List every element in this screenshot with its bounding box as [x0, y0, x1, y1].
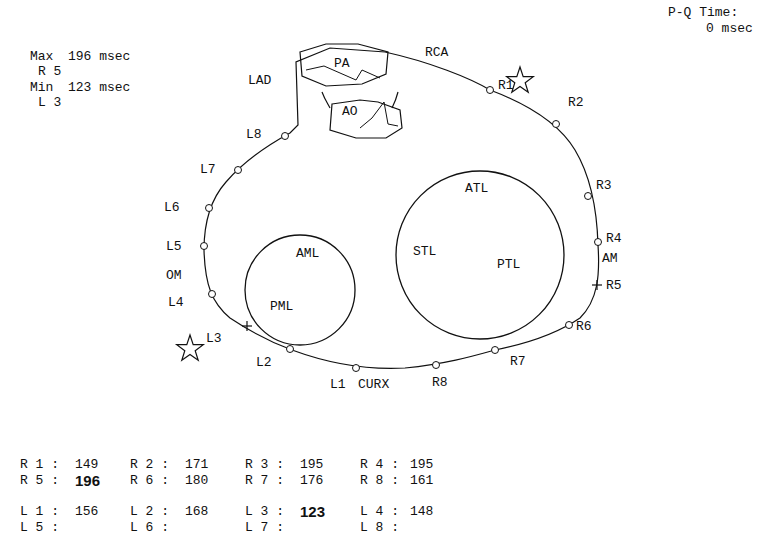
table-cell: 195: [410, 458, 433, 471]
site-label: L6: [164, 201, 180, 214]
table-cell: R 4 :: [360, 458, 399, 471]
site-label: L5: [166, 240, 182, 253]
table-cell: 195: [300, 458, 323, 471]
vessel-outline: AO: [326, 96, 404, 142]
site-label: AM: [602, 252, 618, 265]
site-label: L1: [330, 378, 346, 391]
table-cell: 123: [300, 504, 325, 519]
site-label: L2: [256, 356, 272, 369]
header-text: 196 msec: [68, 50, 130, 63]
structure-label: STL: [413, 245, 436, 258]
header-text: 0 msec: [706, 22, 753, 35]
table-cell: 180: [185, 474, 208, 487]
table-cell: R 2 :: [130, 458, 169, 471]
site-label: RCA: [425, 46, 448, 59]
structure-label: ATL: [465, 182, 488, 195]
structure-label: PTL: [497, 258, 520, 271]
site-label: R7: [510, 355, 526, 368]
header-text: R 5: [38, 65, 61, 78]
site-label: R3: [596, 179, 612, 192]
site-label: R2: [568, 96, 584, 109]
valve-ring: AML PML: [244, 234, 356, 346]
site-label: CURX: [358, 378, 389, 391]
table-cell: R 6 :: [130, 474, 169, 487]
site-label: L8: [246, 128, 262, 141]
table-cell: 148: [410, 505, 433, 518]
table-cell: 176: [300, 474, 323, 487]
table-cell: R 3 :: [245, 458, 284, 471]
table-cell: 171: [185, 458, 208, 471]
table-cell: R 7 :: [245, 474, 284, 487]
structure-label: PA: [334, 57, 350, 70]
site-label: L4: [168, 296, 184, 309]
table-cell: 149: [75, 458, 98, 471]
header-text: Min: [30, 81, 53, 94]
structure-label: AML: [296, 247, 319, 260]
table-cell: R 8 :: [360, 474, 399, 487]
site-label: R8: [432, 376, 448, 389]
site-label: L7: [200, 163, 216, 176]
table-cell: 156: [75, 505, 98, 518]
table-cell: R 5 :: [20, 474, 59, 487]
table-cell: L 6 :: [130, 521, 169, 534]
node-outline: [326, 96, 404, 142]
table-cell: L 7 :: [245, 521, 284, 534]
table-cell: L 4 :: [360, 505, 399, 518]
table-cell: L 8 :: [360, 521, 399, 534]
table-cell: R 1 :: [20, 458, 59, 471]
table-cell: L 3 :: [245, 505, 284, 518]
header-text: Max: [30, 50, 53, 63]
header-text: P-Q Time:: [668, 6, 738, 19]
valve-ring: ATL STL PTL: [395, 170, 565, 340]
site-label: LAD: [248, 74, 271, 87]
table-cell: L 5 :: [20, 521, 59, 534]
site-label: R4: [606, 232, 622, 245]
vessel-outline: PA: [296, 40, 392, 90]
table-cell: L 2 :: [130, 505, 169, 518]
table-cell: L 1 :: [20, 505, 59, 518]
structure-label: PML: [270, 300, 293, 313]
header-text: 123 msec: [68, 81, 130, 94]
site-label: R6: [576, 320, 592, 333]
table-cell: 161: [410, 474, 433, 487]
table-cell: 196: [75, 473, 100, 488]
site-label: L3: [206, 332, 222, 345]
header-text: L 3: [38, 96, 61, 109]
structure-label: AO: [342, 105, 358, 118]
site-label: R1: [498, 79, 514, 92]
site-label: OM: [166, 269, 182, 282]
site-label: R5: [606, 279, 622, 292]
table-cell: 168: [185, 505, 208, 518]
